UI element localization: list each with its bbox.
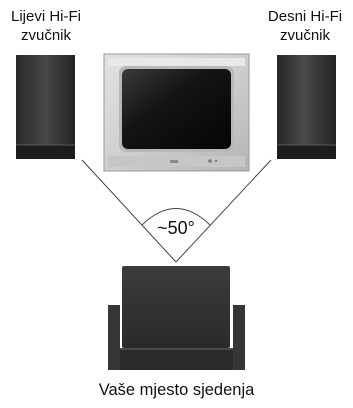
right-speaker-label: Desni Hi-Fi zvučnik (257, 7, 353, 45)
left-speaker-label-line2: zvučnik (20, 27, 72, 44)
television (103, 53, 250, 172)
right-speaker-label-line1: Desni Hi-Fi (267, 8, 343, 25)
angle-label: ~50° (157, 218, 195, 238)
seat-label: Vaše mjesto sjedenja (98, 381, 255, 399)
right-speaker (277, 55, 336, 159)
listening-lines (81, 159, 272, 263)
left-speaker (16, 55, 75, 159)
left-speaker-label-line1: Lijevi Hi-Fi (10, 8, 81, 25)
right-speaker-label-line2: zvučnik (279, 27, 331, 44)
left-speaker-label: Lijevi Hi-Fi zvučnik (0, 7, 92, 45)
armchair (108, 266, 245, 370)
angle-arc (141, 208, 211, 226)
